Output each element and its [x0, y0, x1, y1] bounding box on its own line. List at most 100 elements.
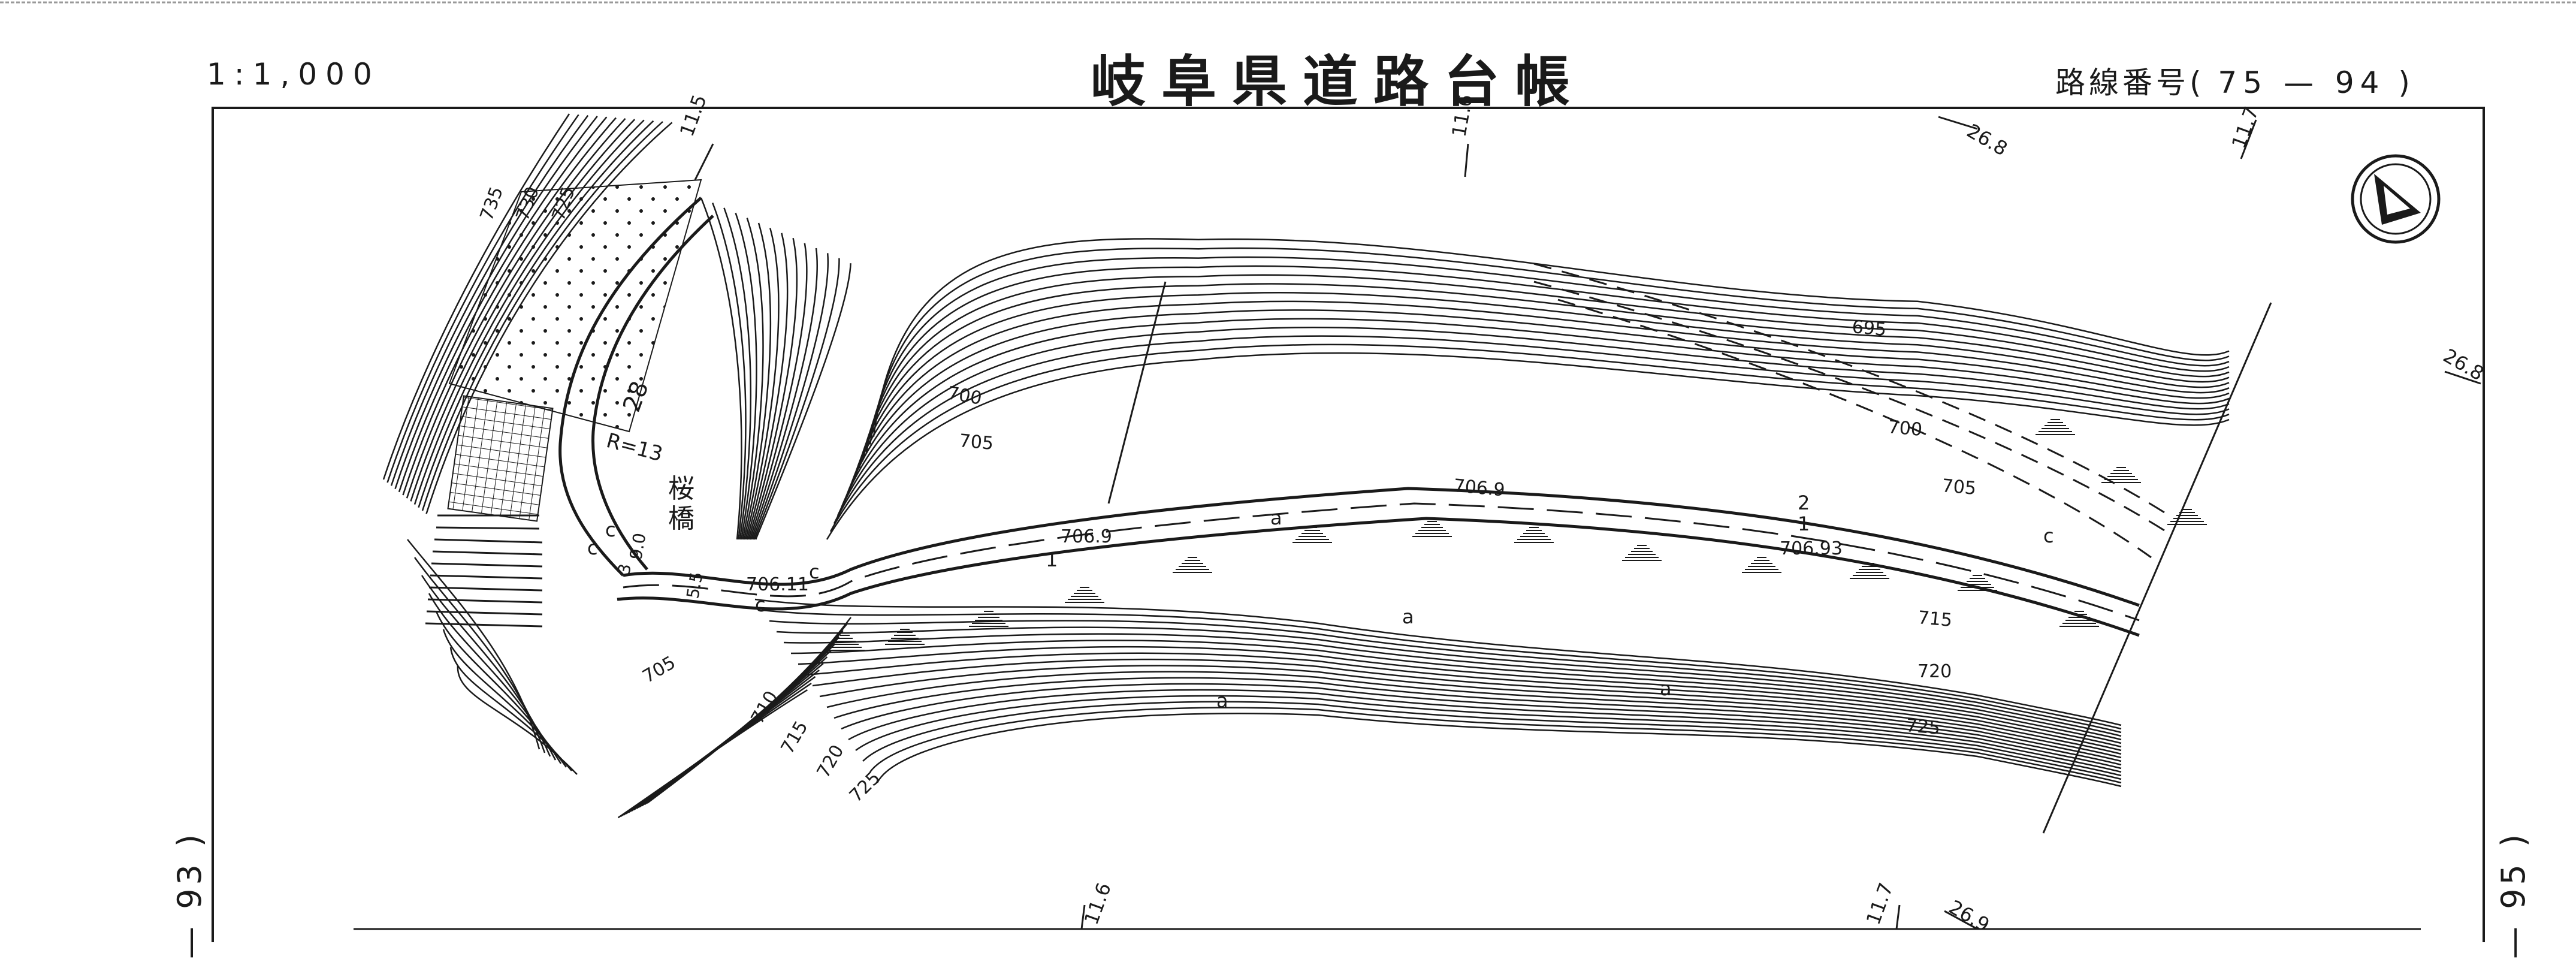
- road: [558, 197, 2140, 637]
- contour-label: 695: [1851, 316, 1887, 340]
- slope-mark: [1958, 575, 1997, 591]
- contour-line: [790, 640, 2122, 744]
- slope-mark: [969, 611, 1008, 627]
- map-scale: 1:1,000: [207, 57, 380, 92]
- contour-label: 725: [845, 767, 884, 806]
- contour-line: [410, 119, 636, 502]
- map-marker-label: 1: [1798, 512, 1810, 535]
- elevation-label: 706.9: [1452, 475, 1506, 500]
- map-marker-label: c: [755, 593, 766, 616]
- slope-mark: [1173, 557, 1212, 573]
- contour-label: 705: [1941, 475, 1977, 499]
- contour-line: [700, 197, 742, 540]
- station-ticks: [694, 116, 2481, 930]
- map-marker-label: c: [809, 560, 820, 583]
- contour-line: [398, 116, 608, 493]
- map-marker-label: a: [1270, 506, 1282, 529]
- slope-mark: [2167, 509, 2207, 525]
- contour-line: [844, 309, 2230, 500]
- route-close: ): [2398, 65, 2414, 100]
- contour-line: [712, 202, 747, 540]
- map-frame: [212, 107, 2485, 942]
- contour-line: [862, 701, 2122, 780]
- station-label: 11.6: [1080, 880, 1116, 928]
- station-label: 26.8: [1963, 119, 2012, 161]
- side-stripes: [425, 514, 543, 628]
- contour-line: [755, 263, 851, 540]
- contour-line: [723, 207, 752, 540]
- elevation-label: 706.9: [1061, 526, 1112, 547]
- contour-line: [402, 117, 617, 496]
- contour-line: [749, 243, 808, 540]
- contour-line: [413, 119, 645, 505]
- station-label: 26.8: [2439, 344, 2488, 385]
- contour-line: [442, 629, 567, 768]
- contour-label: 700: [1887, 417, 1923, 441]
- contour-line: [742, 218, 764, 540]
- contour-line: [854, 283, 2230, 477]
- slope-mark: [1742, 557, 1781, 573]
- contour-line: [805, 652, 2122, 752]
- contour-line: [836, 326, 2230, 516]
- contour-line: [876, 713, 2122, 788]
- contour-line: [869, 707, 2122, 784]
- contour-line: [394, 116, 598, 489]
- contour-line: [406, 117, 626, 499]
- contour-line: [617, 689, 808, 819]
- contour-line: [743, 222, 772, 540]
- map-marker-label: c: [605, 518, 616, 541]
- contour-line: [752, 253, 829, 540]
- slope-marks: [825, 419, 2207, 651]
- slope-mark: [1412, 521, 1452, 537]
- contour-line: [840, 318, 2230, 508]
- contour-line: [407, 539, 540, 750]
- contour-line: [745, 228, 780, 540]
- contour-label: 720: [1917, 661, 1952, 682]
- contour-line: [421, 121, 663, 511]
- contour-line: [847, 300, 2230, 493]
- contour-line: [819, 665, 2122, 759]
- contour-line: [449, 647, 572, 771]
- width-label: 3: [614, 562, 635, 576]
- station-label: 11.5: [675, 92, 711, 140]
- contour-line: [826, 352, 2230, 540]
- station-label: 11.7: [2227, 104, 2263, 152]
- map-marker-label: c: [2043, 524, 2054, 547]
- contour-line: [826, 671, 2122, 762]
- slope-mark: [2101, 467, 2141, 483]
- contour-line: [748, 237, 798, 540]
- contour-label: 735: [476, 184, 508, 224]
- route-number-value: 75 — 94: [2218, 65, 2385, 100]
- contour-label: 720: [813, 741, 848, 782]
- curve-radius-label: R=13: [604, 429, 665, 466]
- map-marker-label: 1: [1046, 548, 1058, 571]
- map-marker-label: a: [1216, 689, 1228, 712]
- contour-label: 715: [1917, 607, 1953, 631]
- contour-line: [418, 120, 654, 508]
- contour-label: 705: [958, 430, 994, 454]
- contour-line: [382, 113, 570, 480]
- slope-mark: [825, 635, 865, 651]
- contour-line: [833, 335, 2230, 524]
- terrace-area: [448, 179, 702, 433]
- map-marker-label: c: [587, 536, 598, 559]
- north-arrow-icon: [2351, 154, 2441, 244]
- contour-line: [644, 623, 848, 806]
- contour-lines: [382, 113, 2230, 819]
- contour-line: [798, 646, 2122, 748]
- side-boundary: [1107, 281, 2272, 834]
- slope-mark: [1514, 527, 1554, 543]
- width-label: 9.0: [626, 532, 650, 562]
- route-number: 路線番号( 75 — 94 ): [2055, 59, 2414, 102]
- map-title: 岐阜県道路台帳: [1091, 50, 1586, 114]
- slope-mark: [2036, 419, 2075, 435]
- contour-line: [851, 291, 2230, 484]
- contour-line: [858, 274, 2230, 469]
- slope-mark: [1292, 527, 1332, 543]
- contour-line: [386, 114, 579, 483]
- contour-line: [776, 626, 2122, 737]
- contour-line: [848, 689, 2122, 773]
- width-label: 5.5: [682, 571, 706, 601]
- contour-line: [833, 677, 2122, 766]
